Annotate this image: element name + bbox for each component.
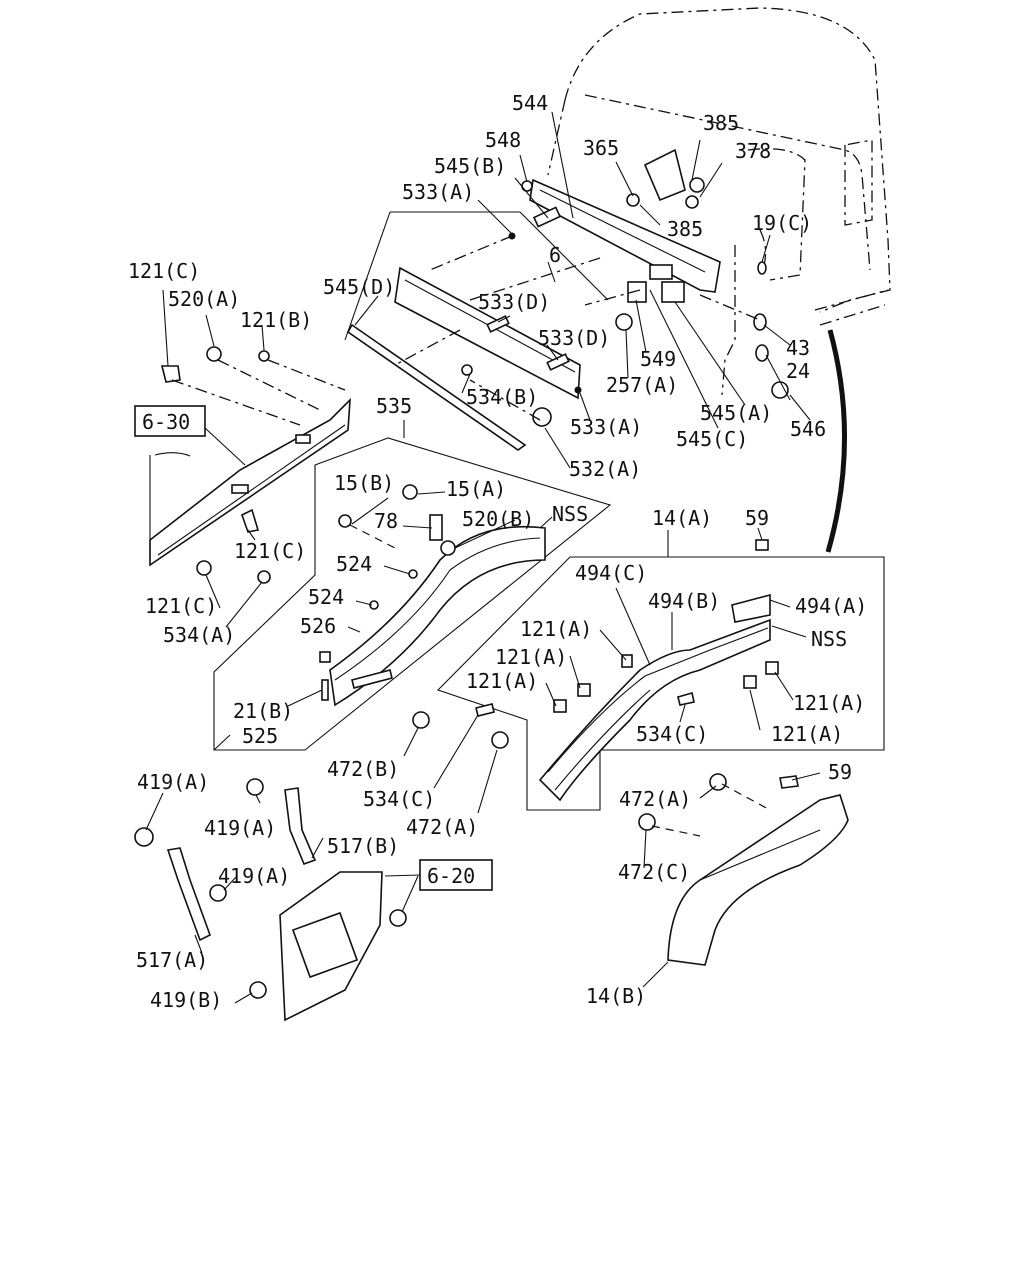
callout-524-1: 524 [336, 552, 372, 576]
callout-121b: 121(B) [240, 308, 312, 332]
callout-78: 78 [374, 509, 398, 533]
callout-nss-1: NSS [552, 502, 588, 526]
reference-6-30-label: 6-30 [142, 410, 190, 434]
callout-494a: 494(A) [795, 594, 867, 618]
callout-526: 526 [300, 614, 336, 638]
callout-472b: 472(B) [327, 757, 399, 781]
callout-419a-2: 419(A) [204, 816, 276, 840]
callout-121c-low: 121(C) [145, 594, 217, 618]
callout-533a-mid: 533(A) [570, 415, 642, 439]
step-bracket-6-20 [134, 778, 407, 1022]
left-upper-parts [160, 346, 346, 426]
callout-548: 548 [485, 128, 521, 152]
callout-472c: 472(C) [618, 860, 690, 884]
callout-labels: 544 548 365 385 378 545(B) 533(A) 385 19… [128, 91, 867, 1012]
callout-365: 365 [583, 136, 619, 160]
callout-535: 535 [376, 394, 412, 418]
callout-533d-2: 533(D) [538, 326, 610, 350]
callout-121a-4: 121(A) [793, 691, 865, 715]
callout-534c-r: 534(C) [636, 722, 708, 746]
callout-544: 544 [512, 91, 548, 115]
callout-15a: 15(A) [446, 477, 506, 501]
callout-6: 6 [549, 243, 561, 267]
callout-524-2: 524 [308, 585, 344, 609]
callout-419b: 419(B) [150, 988, 222, 1012]
callout-534c-l: 534(C) [363, 787, 435, 811]
callout-419a-1: 419(A) [137, 770, 209, 794]
callout-549: 549 [640, 347, 676, 371]
callout-121a-1: 121(A) [520, 617, 592, 641]
callout-517a: 517(A) [136, 948, 208, 972]
callout-15b: 15(B) [334, 471, 394, 495]
callout-545a: 545(A) [700, 401, 772, 425]
callout-43: 43 [786, 336, 810, 360]
callout-533a-top: 533(A) [402, 180, 474, 204]
callout-59-low: 59 [828, 760, 852, 784]
callout-520a: 520(A) [168, 287, 240, 311]
callout-545c: 545(C) [676, 427, 748, 451]
callout-545d: 545(D) [323, 275, 395, 299]
callout-472a-r: 472(A) [619, 787, 691, 811]
callout-121c-top: 121(C) [128, 259, 200, 283]
callout-534a: 534(A) [163, 623, 235, 647]
upper-panel-assembly [344, 148, 789, 451]
callout-546: 546 [790, 417, 826, 441]
callout-121a-2: 121(A) [495, 645, 567, 669]
box-535-region [213, 437, 612, 751]
reference-box-6-30: 6-30 [134, 405, 246, 466]
callout-517b: 517(B) [327, 834, 399, 858]
callout-494b: 494(B) [648, 589, 720, 613]
callout-121a-5: 121(A) [771, 722, 843, 746]
callout-525: 525 [242, 724, 278, 748]
callout-121c-mid: 121(C) [234, 539, 306, 563]
callout-24: 24 [786, 359, 810, 383]
callout-19c: 19(C) [752, 211, 812, 235]
callout-520b: 520(B) [462, 507, 534, 531]
callout-59-top: 59 [745, 506, 769, 530]
callout-14b: 14(B) [586, 984, 646, 1008]
callout-21b: 21(B) [233, 699, 293, 723]
callout-419a-3: 419(A) [218, 864, 290, 888]
callout-472a-l: 472(A) [406, 815, 478, 839]
callout-532a: 532(A) [569, 457, 641, 481]
bracket-6-30 [149, 397, 351, 584]
box-14a-region [436, 539, 885, 811]
callout-534b: 534(B) [466, 385, 538, 409]
callout-14a: 14(A) [652, 506, 712, 530]
side-step-14b [638, 773, 849, 966]
callout-257a: 257(A) [606, 373, 678, 397]
reference-6-20-label: 6-20 [427, 864, 475, 888]
callout-385-a: 385 [703, 111, 739, 135]
callout-545b: 545(B) [434, 154, 506, 178]
callout-378: 378 [735, 139, 771, 163]
reference-box-6-20: 6-20 [384, 859, 493, 891]
leader-lines [145, 111, 821, 1004]
callout-385-b: 385 [667, 217, 703, 241]
callout-nss-2: NSS [811, 627, 847, 651]
callout-494c: 494(C) [575, 561, 647, 585]
callout-533d-1: 533(D) [478, 290, 550, 314]
cab-outline [547, 7, 891, 553]
callout-121a-3: 121(A) [466, 669, 538, 693]
